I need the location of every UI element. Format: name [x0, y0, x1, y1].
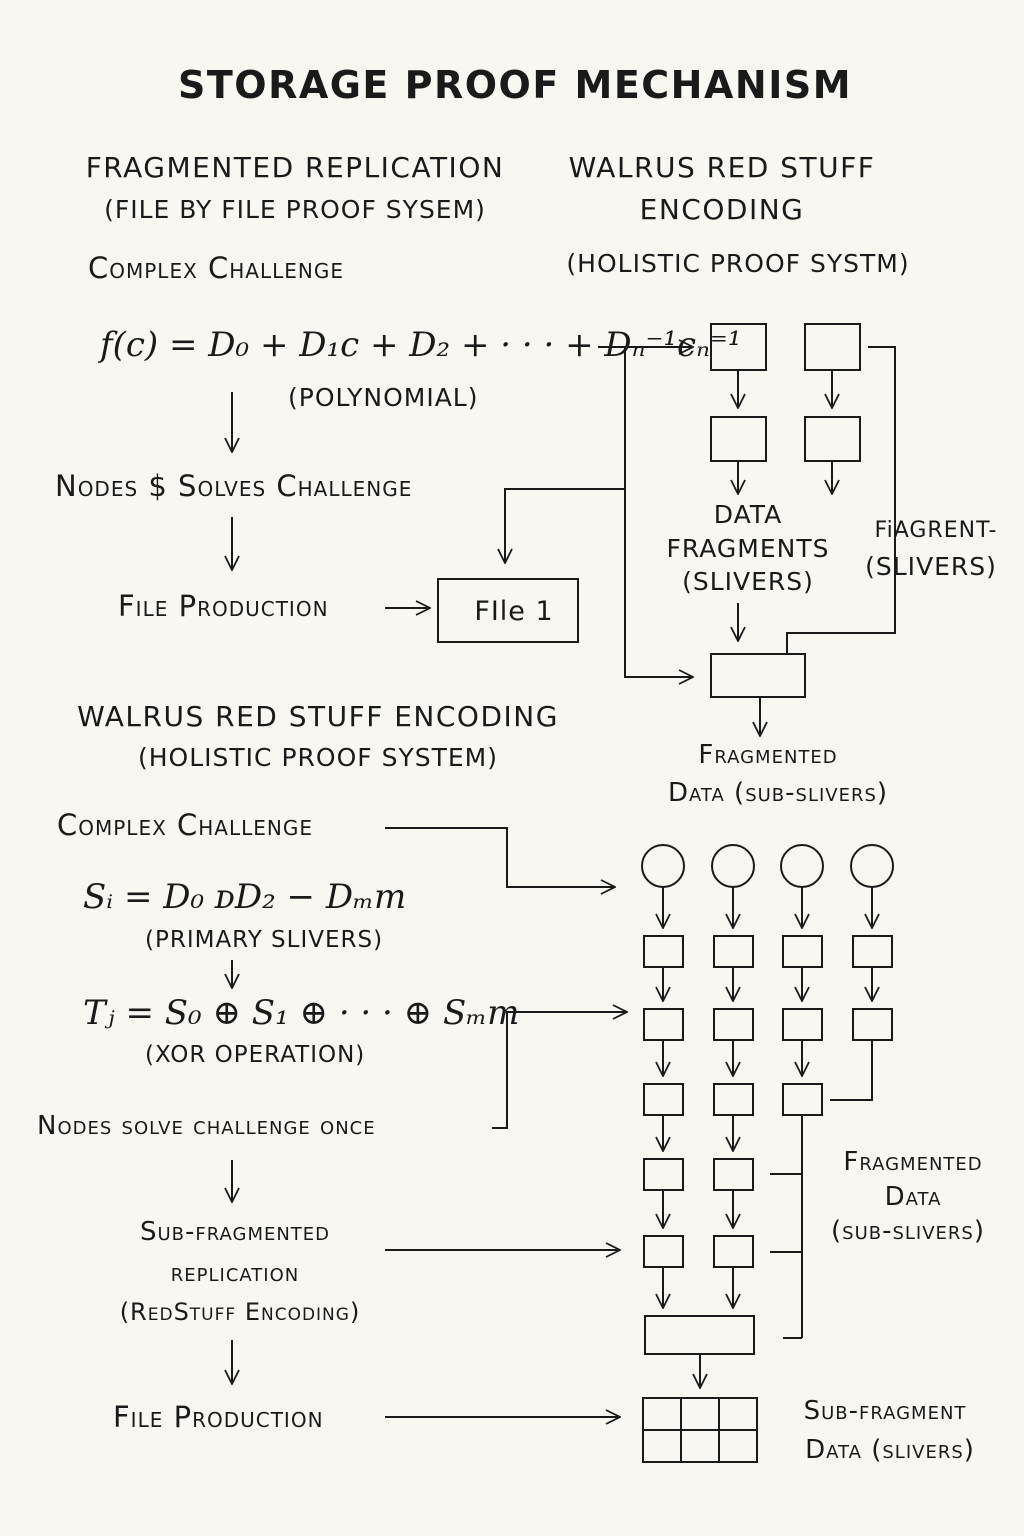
sliver-box-c4-r2 [852, 1008, 893, 1041]
primary-sliver-note: (PRIMARY SLIVERS) [145, 927, 384, 953]
connector-side-fragment [786, 346, 896, 654]
fragmented-replication-heading: FRAGMENTED REPLICATION [85, 151, 505, 184]
fragment-side-line2: (SLIVERS) [865, 552, 997, 581]
encoder-box-a2 [710, 416, 767, 462]
sliver-box-c4-r1 [852, 935, 893, 968]
fragmented-data-line2: Data (sub-slivers) [667, 778, 889, 808]
primary-sliver-formula: Sᵢ = D₀ ᴅD₂ − Dₘm [83, 877, 407, 917]
data-fragments-line3: (SLIVERS) [682, 567, 814, 596]
xor-note: (XOR OPERATION) [145, 1042, 366, 1068]
file-production-bottom-label: File Production [113, 1400, 324, 1434]
connector-solve-to-grid [492, 1012, 627, 1129]
polynomial-note: (POLYNOMIAL) [288, 383, 479, 412]
sub-slivers-side-line1: Fragmented [843, 1147, 983, 1177]
sub-slivers-side-line3: (sub-slivers) [831, 1216, 985, 1246]
sliver-box-c2-r5 [713, 1235, 754, 1268]
sliver-box-c2-r4 [713, 1158, 754, 1191]
sliver-box-c2-r2 [713, 1008, 754, 1041]
sliver-box-c1-r5 [643, 1235, 684, 1268]
sub-slivers-side-line2: Data [884, 1182, 942, 1212]
connector-c4-return [830, 1040, 873, 1101]
replication-line2: replication [170, 1258, 300, 1288]
sliver-box-c3-r1 [782, 935, 823, 968]
walrus-heading-line1: WALRUS RED STUFF [568, 151, 876, 184]
replication-line3: (RedStuff Encoding) [119, 1298, 361, 1326]
complex-challenge-label: Complex Challenge [88, 251, 344, 285]
encoder-box-b1 [804, 323, 861, 371]
nodes-solve-label: Nodes $ Solves Challenge [55, 469, 413, 503]
encoder-box-b2 [804, 416, 861, 462]
polynomial-formula: f(c) = D₀ + D₁c + D₂ + · · · + Dₙ⁻¹cₙ⁼¹ [100, 325, 742, 365]
diagram-title: STORAGE PROOF MECHANISM [177, 63, 853, 107]
file-production-label: File Production [118, 589, 329, 623]
sliver-box-c1-r3 [643, 1083, 684, 1116]
output-box-top [710, 653, 806, 698]
sliver-box-c1-r2 [643, 1008, 684, 1041]
sub-fragment-line1: Sub-fragment [803, 1396, 967, 1426]
data-fragments-line1: DATA [713, 500, 783, 529]
sliver-box-c1-r4 [643, 1158, 684, 1191]
file-box [437, 578, 579, 643]
connector-spine-to-file [505, 488, 625, 563]
node-circle-2 [711, 844, 755, 888]
node-circle-3 [780, 844, 824, 888]
sub-fragment-line2: Data (slivers) [805, 1435, 975, 1465]
walrus-bottom-subheading: (HOLISTIC PROOF SYSTEM) [138, 743, 498, 772]
sliver-box-c2-r3 [713, 1083, 754, 1116]
node-circle-1 [641, 844, 685, 888]
xor-formula: Tⱼ = S₀ ⊕ S₁ ⊕ · · · ⊕ Sₘm [83, 993, 520, 1033]
walrus-bottom-heading: WALRUS RED STUFF ENCODING [77, 700, 559, 733]
walrus-heading-line2: ENCODING [639, 193, 805, 226]
fragmented-replication-subheading: (FILE BY FILE PROOF SYSEM) [104, 195, 486, 224]
replication-line1: Sub-fragmented [139, 1217, 331, 1247]
data-fragments-line2: FRAGMENTS [666, 534, 830, 563]
sliver-box-c3-r2 [782, 1008, 823, 1041]
complex-challenge-bottom-label: Complex Challenge [57, 808, 313, 842]
connector-spine-to-output [624, 347, 693, 677]
nodes-solve-once-label: Nodes solve challenge once [37, 1111, 376, 1141]
sliver-box-c3-r3 [782, 1083, 823, 1116]
connector-challenge-to-grid [385, 827, 615, 887]
fragment-side-line1: FiAGRENT- [874, 518, 998, 543]
fragmented-data-line1: Fragmented [698, 740, 838, 770]
walrus-subheading: (HOLISTIC PROOF SYSTM) [566, 249, 910, 278]
sliver-box-c2-r1 [713, 935, 754, 968]
node-circle-4 [850, 844, 894, 888]
file-box-label: FIle 1 [474, 596, 554, 627]
combiner-box [644, 1315, 755, 1355]
sliver-box-c1-r1 [643, 935, 684, 968]
